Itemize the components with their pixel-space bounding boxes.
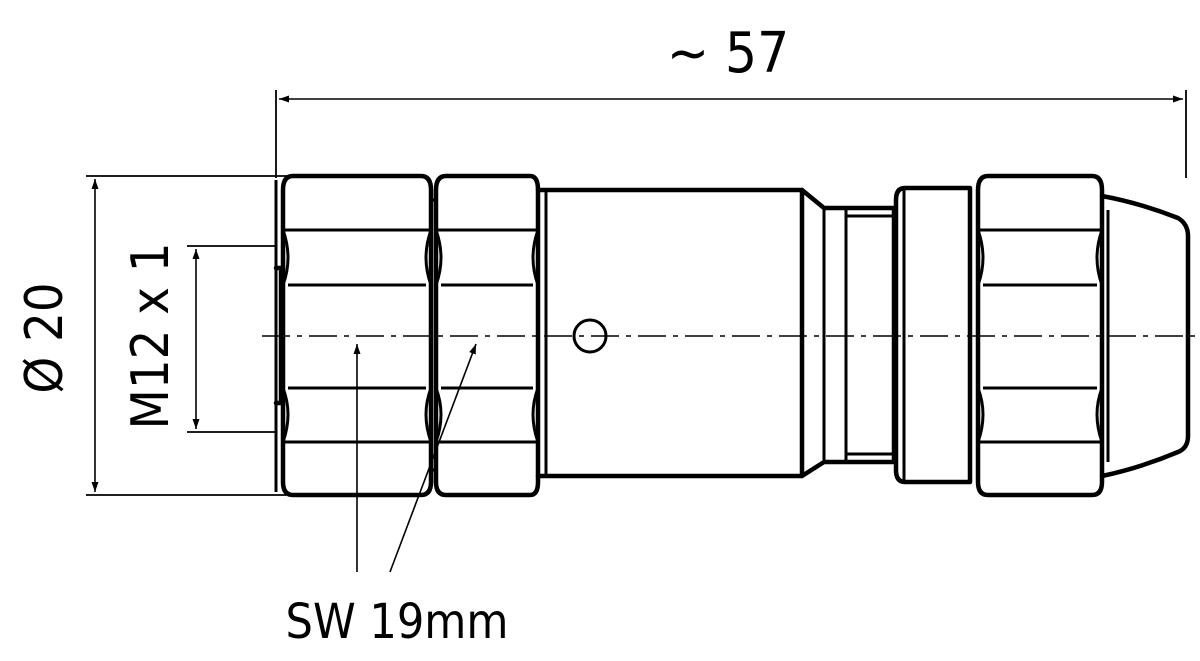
hex-body [431,173,541,498]
wrench-size-label: SW 19mm [286,594,509,650]
diameter-label: Ø 20 [15,282,75,393]
neck [799,187,897,479]
housing [535,187,805,479]
diameter-dimension: Ø 20 [15,175,288,496]
rear-nut [975,173,1105,498]
clamp-ring [893,185,973,485]
wrench-size-callout: SW 19mm [286,343,509,650]
length-dimension: ~ 57 [275,21,1187,178]
thread-dimension: M12 x 1 [121,242,276,433]
length-label: ~ 57 [667,21,789,86]
thread-label: M12 x 1 [121,242,181,429]
